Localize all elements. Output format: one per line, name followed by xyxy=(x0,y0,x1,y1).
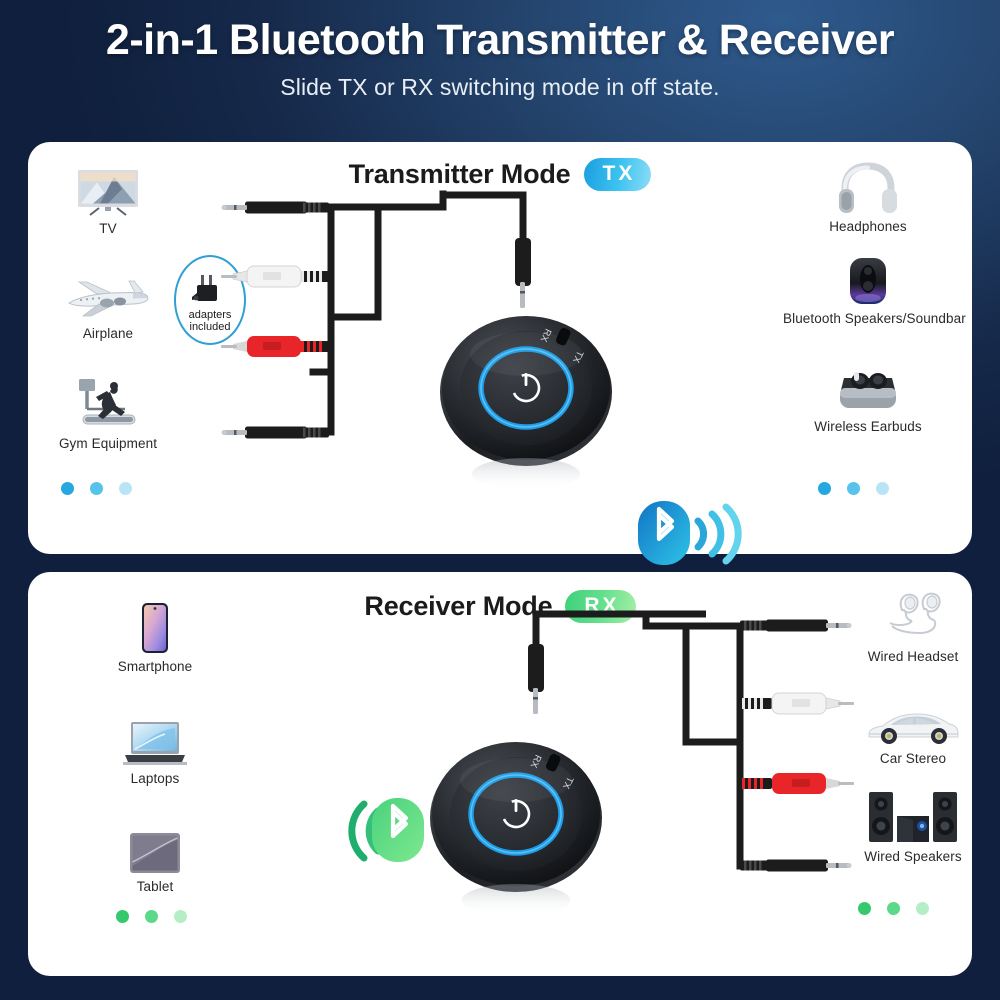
tx-source-tv: TV xyxy=(23,162,193,236)
rx-output-wired-headset: Wired Headset xyxy=(828,590,998,664)
rx-output-car-stereo-label: Car Stereo xyxy=(879,751,947,766)
tx-right-dot-2 xyxy=(847,482,860,495)
rx-right-dots xyxy=(858,902,929,915)
rx-left-dot-1 xyxy=(116,910,129,923)
headphones-icon xyxy=(783,160,953,214)
tx-output-headphones: Headphones xyxy=(783,160,953,234)
rx-output-wired-speakers-label: Wired Speakers xyxy=(864,849,962,864)
adapters-note-line2: included xyxy=(189,321,231,334)
laptop-icon xyxy=(70,712,240,766)
svg-text:TX: TX xyxy=(560,775,575,791)
airplane-icon xyxy=(23,267,193,321)
bluetooth-icon xyxy=(372,798,424,862)
rx-right-dot-3 xyxy=(916,902,929,915)
tx-output-speaker-label: Bluetooth Speakers/Soundbar xyxy=(783,311,966,326)
rx-bluetooth-adapter-device[interactable]: RX TX xyxy=(426,740,606,930)
rx-source-laptops-label: Laptops xyxy=(130,771,180,786)
tx-bluetooth-adapter-device[interactable]: RX TX xyxy=(436,314,616,504)
tx-source-gym: Gym Equipment xyxy=(23,377,193,451)
rx-left-dot-3 xyxy=(174,910,187,923)
receiver-mode-panel: Receiver Mode RX Smartphone xyxy=(28,572,972,976)
tx-right-dots xyxy=(818,482,889,495)
treadmill-icon xyxy=(23,377,193,431)
tablet-icon xyxy=(70,820,240,874)
adapters-included-note: adapters included xyxy=(174,255,246,345)
power-icon xyxy=(511,373,541,403)
rx-right-dot-2 xyxy=(887,902,900,915)
rx-cable-harness xyxy=(642,610,854,872)
tx-source-gym-label: Gym Equipment xyxy=(58,436,158,451)
rx-left-dot-2 xyxy=(145,910,158,923)
rx-output-car-stereo: Car Stereo xyxy=(828,692,998,766)
tx-left-dot-1 xyxy=(61,482,74,495)
svg-text:RX: RX xyxy=(537,327,553,344)
header: 2-in-1 Bluetooth Transmitter & Receiver … xyxy=(0,0,1000,101)
tx-output-earbuds-label: Wireless Earbuds xyxy=(814,419,922,434)
wired-speakers-icon xyxy=(828,790,998,844)
tx-device-plug xyxy=(443,191,531,308)
tx-right-dot-3 xyxy=(876,482,889,495)
wired-headset-icon xyxy=(828,590,998,644)
earbuds-icon xyxy=(783,360,953,414)
rx-source-tablet-label: Tablet xyxy=(136,879,174,894)
tx-left-dots xyxy=(61,482,132,495)
airplane-adapter-icon xyxy=(192,274,217,301)
tx-left-dot-2 xyxy=(90,482,103,495)
smartphone-icon xyxy=(70,600,240,654)
tx-output-headphones-label: Headphones xyxy=(829,219,907,234)
rx-right-dot-1 xyxy=(858,902,871,915)
car-icon xyxy=(828,692,998,746)
speaker-icon xyxy=(783,252,953,306)
rx-source-tablet: Tablet xyxy=(70,820,240,894)
rx-left-dots xyxy=(116,910,187,923)
tv-icon xyxy=(23,162,193,216)
page-subtitle: Slide TX or RX switching mode in off sta… xyxy=(280,74,720,101)
svg-text:RX: RX xyxy=(527,753,543,770)
adapters-note-line1: adapters xyxy=(188,308,232,321)
tx-output-speaker: Bluetooth Speakers/Soundbar xyxy=(783,252,966,326)
svg-text:TX: TX xyxy=(570,349,585,365)
tx-cable-harness xyxy=(221,190,447,439)
transmitter-mode-panel: Transmitter Mode TX TV xyxy=(28,142,972,565)
rx-source-laptops: Laptops xyxy=(70,712,240,786)
rx-output-wired-speakers: Wired Speakers xyxy=(828,790,998,864)
bluetooth-icon xyxy=(638,501,690,565)
rx-source-smartphone: Smartphone xyxy=(70,600,240,674)
bluetooth-signal-tx xyxy=(638,501,742,565)
tx-source-airplane: Airplane xyxy=(23,267,193,341)
tx-source-airplane-label: Airplane xyxy=(82,326,134,341)
tx-badge: TX xyxy=(583,158,652,192)
tx-right-dot-1 xyxy=(818,482,831,495)
rx-output-wired-headset-label: Wired Headset xyxy=(867,649,959,664)
bluetooth-signal-rx xyxy=(348,798,424,862)
rx-source-smartphone-label: Smartphone xyxy=(117,659,193,674)
tx-source-tv-label: TV xyxy=(99,221,117,236)
page-title: 2-in-1 Bluetooth Transmitter & Receiver xyxy=(105,16,895,64)
tx-left-dot-3 xyxy=(119,482,132,495)
tx-output-earbuds: Wireless Earbuds xyxy=(783,360,953,434)
